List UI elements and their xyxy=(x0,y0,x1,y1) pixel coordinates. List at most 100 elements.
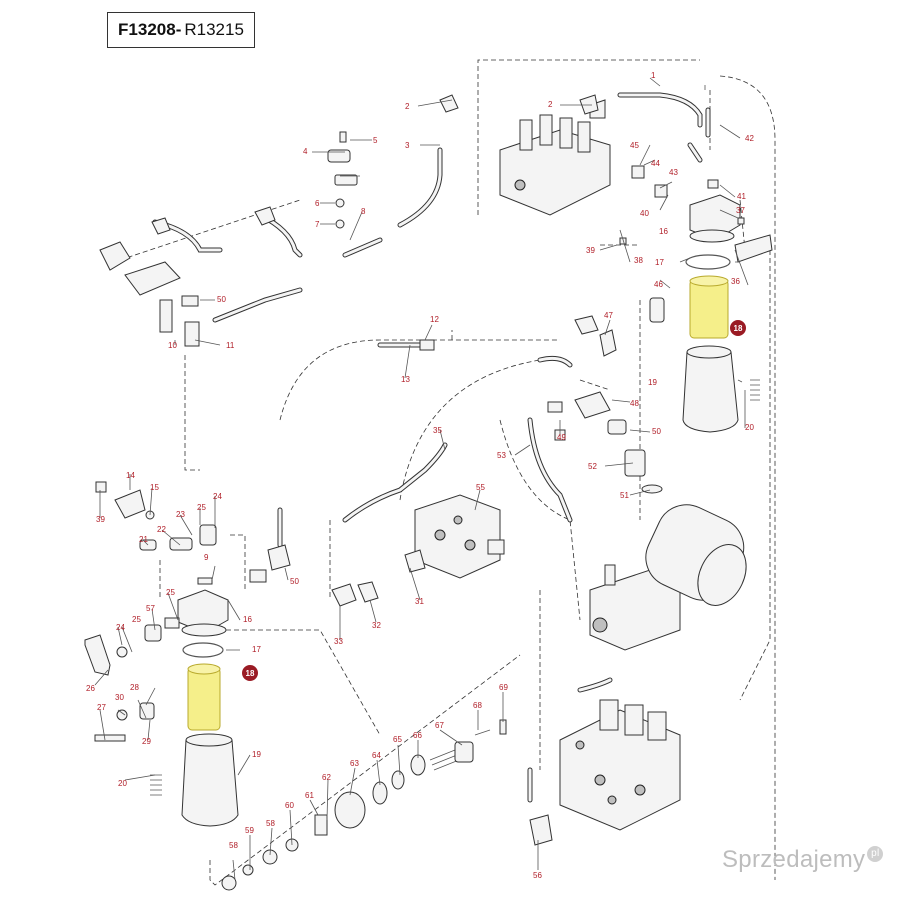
callout-28: 28 xyxy=(130,683,139,692)
callout-4: 4 xyxy=(303,147,308,156)
callout-17: 17 xyxy=(252,645,261,654)
callout-8: 8 xyxy=(361,207,366,216)
callout-52: 52 xyxy=(588,462,597,471)
filter-element-18-left xyxy=(187,667,221,731)
callout-46: 46 xyxy=(654,280,663,289)
callout-67: 67 xyxy=(435,721,444,730)
o-ring-17-left xyxy=(182,642,224,658)
callout-32: 32 xyxy=(372,621,381,630)
filter-bowl-19-right xyxy=(682,351,739,433)
hoses xyxy=(152,92,711,803)
callout-14: 14 xyxy=(126,471,135,480)
hose-1 xyxy=(617,92,703,128)
callout-7: 7 xyxy=(315,220,320,229)
callout-30: 30 xyxy=(115,693,124,702)
pump-motor xyxy=(589,504,747,651)
callout-44: 44 xyxy=(651,159,660,168)
callout-66: 66 xyxy=(413,731,422,740)
callout-19: 19 xyxy=(648,378,657,387)
badge-18-left-label: 18 xyxy=(246,669,255,678)
callout-3: 3 xyxy=(405,141,410,150)
callout-24: 24 xyxy=(116,623,125,632)
hose-3 xyxy=(397,147,443,228)
valve-55 xyxy=(414,494,505,579)
callout-69: 69 xyxy=(499,683,508,692)
callout-60: 60 xyxy=(285,801,294,810)
callout-33: 33 xyxy=(334,637,343,646)
callout-59: 59 xyxy=(245,826,254,835)
callout-12: 12 xyxy=(430,315,439,324)
callout-11: 11 xyxy=(226,341,235,350)
callout-36: 36 xyxy=(731,277,740,286)
callout-38: 38 xyxy=(634,256,643,265)
callout-31: 31 xyxy=(415,597,424,606)
filter-assembly-right xyxy=(682,194,773,433)
callout-61: 61 xyxy=(305,791,314,800)
callout-1: 1 xyxy=(651,71,656,80)
filter-bowl-19-left xyxy=(181,739,239,827)
callout-41: 41 xyxy=(737,192,746,201)
callout-16: 16 xyxy=(659,227,668,236)
callout-58: 58 xyxy=(229,841,238,850)
o-ring-17-right xyxy=(685,254,731,270)
assembly-lines xyxy=(119,59,776,886)
callout-40: 40 xyxy=(640,209,649,218)
valve-stack-top xyxy=(499,99,611,216)
callout-27: 27 xyxy=(97,703,106,712)
diagram-code-primary: F13208- xyxy=(118,20,182,39)
callout-57: 57 xyxy=(146,604,155,613)
callout-26: 26 xyxy=(86,684,95,693)
callout-56: 56 xyxy=(533,871,542,880)
callout-49: 49 xyxy=(557,433,566,442)
callout-21: 21 xyxy=(139,535,148,544)
callout-35: 35 xyxy=(433,426,442,435)
callout-20: 20 xyxy=(745,423,754,432)
valve-block-bottom xyxy=(559,699,681,831)
callout-51: 51 xyxy=(620,491,629,500)
callout-2: 2 xyxy=(405,102,410,111)
callout-25: 25 xyxy=(132,615,141,624)
callout-labels: 1 2 2 3 4 5 6 7 8 9 10 11 12 13 14 15 16… xyxy=(86,71,754,880)
callout-29: 29 xyxy=(142,737,151,746)
highlight-badges: 18 18 xyxy=(242,320,746,681)
diagram-code-secondary: R13215 xyxy=(184,20,244,39)
callout-25: 25 xyxy=(166,588,175,597)
callout-23: 23 xyxy=(176,510,185,519)
watermark-badge: pl xyxy=(867,846,884,862)
callout-55: 55 xyxy=(476,483,485,492)
callout-68: 68 xyxy=(473,701,482,710)
callout-39: 39 xyxy=(96,515,105,524)
callout-45: 45 xyxy=(630,141,639,150)
callout-50: 50 xyxy=(217,295,226,304)
filter-element-18-right xyxy=(689,279,729,339)
bracket-26 xyxy=(84,634,111,676)
callout-22: 22 xyxy=(157,525,166,534)
callout-15: 15 xyxy=(150,483,159,492)
filter-assembly-left xyxy=(84,589,239,827)
callout-25: 25 xyxy=(197,503,206,512)
callout-39: 39 xyxy=(586,246,595,255)
callout-58: 58 xyxy=(266,819,275,828)
callout-13: 13 xyxy=(401,375,410,384)
callout-63: 63 xyxy=(350,759,359,768)
callout-62: 62 xyxy=(322,773,331,782)
callout-53: 53 xyxy=(497,451,506,460)
fittings xyxy=(94,94,745,891)
callout-48: 48 xyxy=(630,399,639,408)
callout-42: 42 xyxy=(745,134,754,143)
callout-47: 47 xyxy=(604,311,613,320)
callout-17: 17 xyxy=(655,258,664,267)
callout-50: 50 xyxy=(290,577,299,586)
callout-64: 64 xyxy=(372,751,381,760)
callout-43: 43 xyxy=(669,168,678,177)
badge-18-right-label: 18 xyxy=(734,324,743,333)
callout-2: 2 xyxy=(548,100,553,109)
callout-50: 50 xyxy=(652,427,661,436)
callout-10: 10 xyxy=(168,341,177,350)
callout-16: 16 xyxy=(243,615,252,624)
callout-65: 65 xyxy=(393,735,402,744)
callout-20: 20 xyxy=(118,779,127,788)
